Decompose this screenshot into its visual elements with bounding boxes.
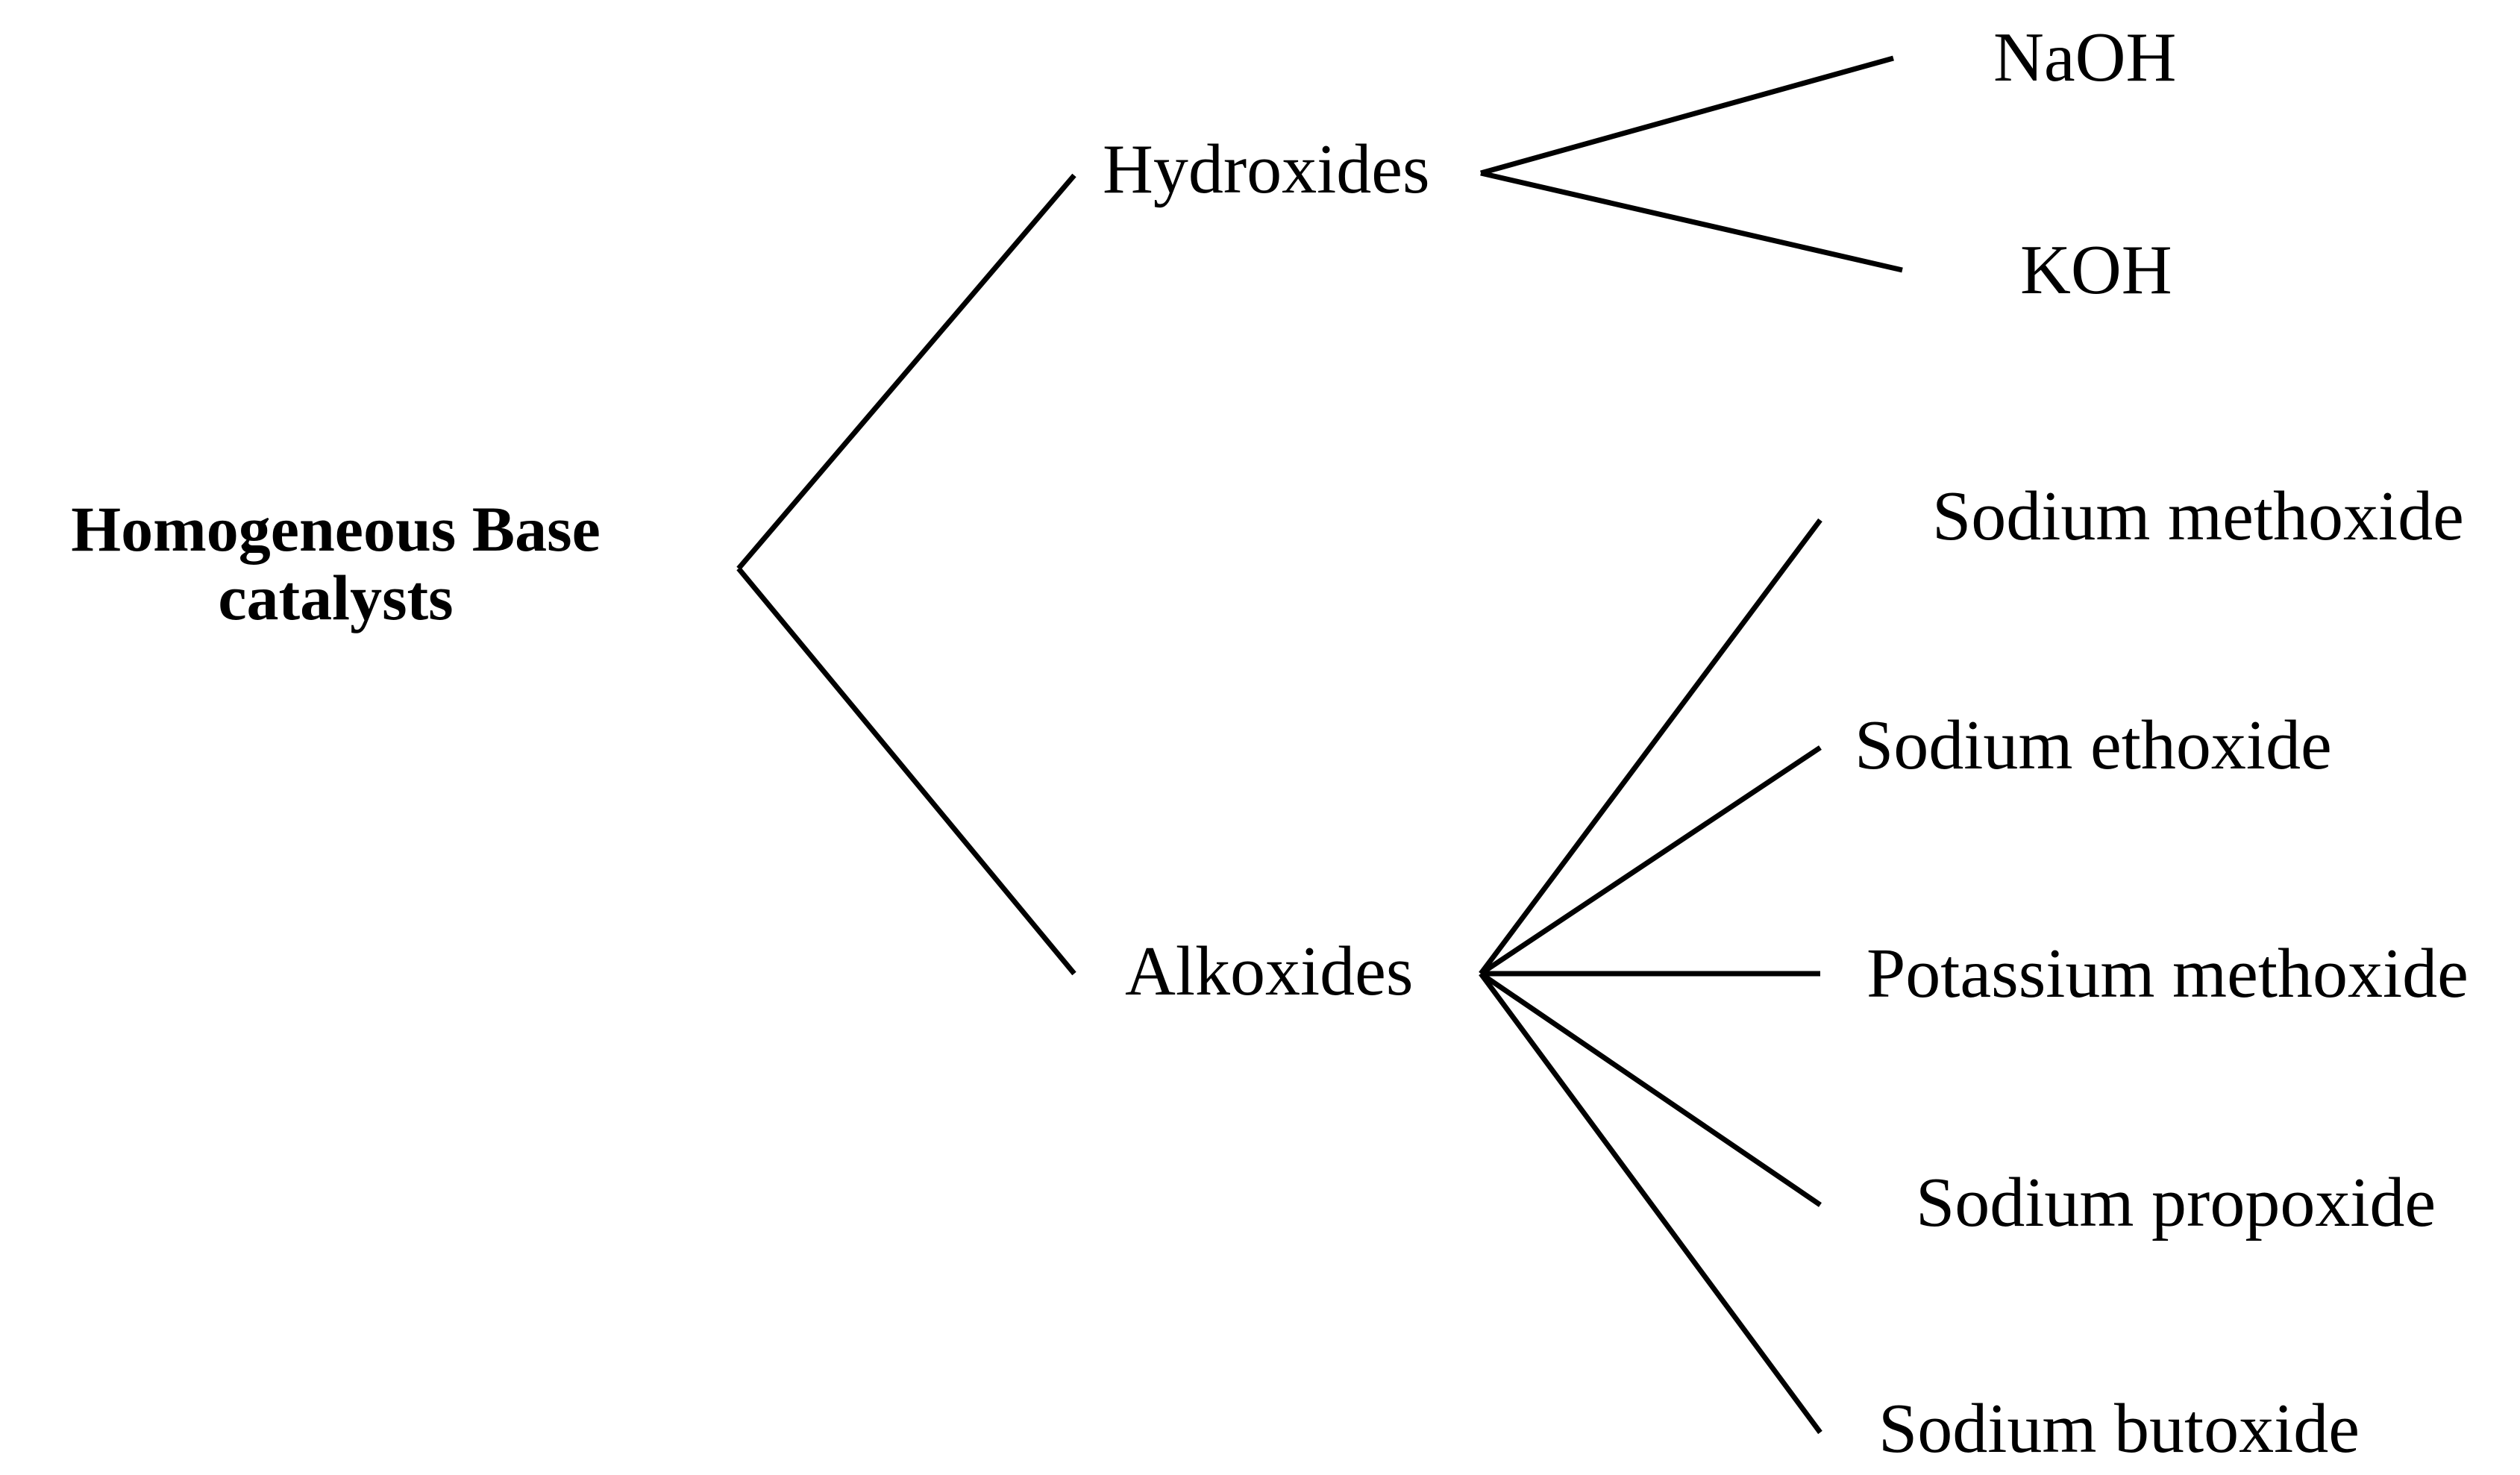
connector-alkoxides-sodium-methoxide (1479, 518, 1822, 976)
leaf-node-sodium-butoxide: Sodium butoxide (1878, 1390, 2360, 1468)
connector-alkoxides-sodium-propoxide (1479, 971, 1822, 1207)
category-node-alkoxides: Alkoxides (1125, 933, 1414, 1010)
leaf-node-koh: KOH (2020, 231, 2172, 309)
leaf-node-naoh: NaOH (1993, 19, 2177, 96)
root-label-line1: Homogeneous Base (71, 493, 601, 565)
leaf-node-sodium-propoxide: Sodium propoxide (1916, 1164, 2436, 1241)
connector-root-hydroxides (736, 173, 1076, 571)
connector-root-alkoxides (736, 566, 1076, 976)
connector-alkoxides-sodium-butoxide (1479, 971, 1822, 1435)
category-node-hydroxides: Hydroxides (1103, 131, 1430, 208)
root-label-line2: catalysts (218, 562, 454, 634)
connector-hydroxides-koh (1480, 170, 1903, 273)
leaf-node-sodium-ethoxide: Sodium ethoxide (1855, 707, 2332, 784)
leaf-node-sodium-methoxide: Sodium methoxide (1932, 477, 2464, 555)
root-node-label: Homogeneous Base catalysts (15, 495, 656, 632)
leaf-node-potassium-methoxide: Potassium methoxide (1867, 935, 2469, 1012)
connector-alkoxides-sodium-ethoxide (1479, 745, 1822, 976)
connector-hydroxides-naoh (1480, 55, 1894, 176)
